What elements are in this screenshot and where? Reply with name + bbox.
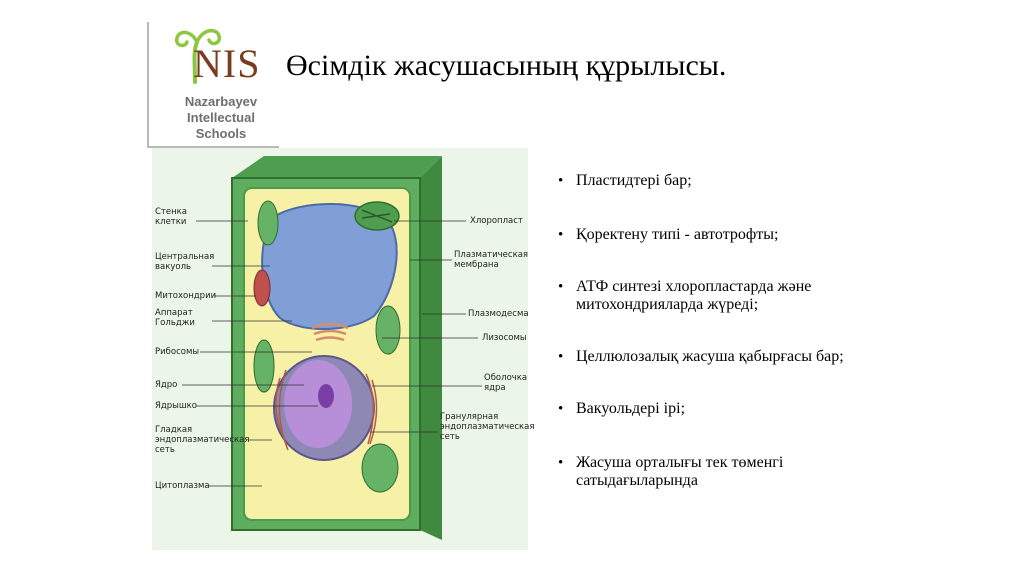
plant-cell-diagram: Стенка клетки Центральная вакуоль Митохо… [152,148,528,550]
label-central-vacuole: Центральная вакуоль [155,252,214,272]
label-nuclear-envelope: Оболочка ядра [484,373,527,393]
list-item: Вакуольдері ірі; [558,400,888,418]
label-plasmodesma: Плазмодесма [468,309,529,319]
label-lysosomes: Лизосомы [482,333,527,343]
label-golgi: Аппарат Гольджи [155,308,195,328]
logo-line-2: Intellectual [165,110,277,126]
slide-title: Өсімдік жасушасының құрылысы. [286,46,726,86]
label-chloroplast: Хлоропласт [470,216,523,226]
label-ribosomes: Рибосомы [155,347,199,357]
logo-nis-text: NIS [193,44,260,84]
label-rough-er: Гранулярная эндоплазматическая сеть [440,412,535,442]
label-nucleolus: Ядрышко [155,401,197,411]
list-item: Қоректену типі - автотрофты; [558,226,888,244]
logo-line-1: Nazarbayev [165,94,277,110]
label-mitochondria: Митохондрии [155,291,216,301]
label-plasma-membrane: Плазматическая мембрана [454,250,528,270]
list-item: АТФ синтезі хлоропластарда және митохонд… [558,278,888,314]
list-item: Пластидтері бар; [558,172,888,190]
label-cell-wall: Стенка клетки [155,207,187,227]
logo-line-3: Schools [165,126,277,142]
list-item: Жасуша орталығы тек төменгі сатыдағылары… [558,454,888,490]
label-nucleus: Ядро [155,380,177,390]
feature-list: Пластидтері бар; Қоректену типі - автотр… [558,172,888,490]
label-cytoplasm: Цитоплазма [155,481,210,491]
nis-logo: NIS Nazarbayev Intellectual Schools [147,22,279,148]
list-item: Целлюлозалық жасуша қабырғасы бар; [558,348,888,366]
label-smooth-er: Гладкая эндоплазматическая сеть [155,425,250,455]
